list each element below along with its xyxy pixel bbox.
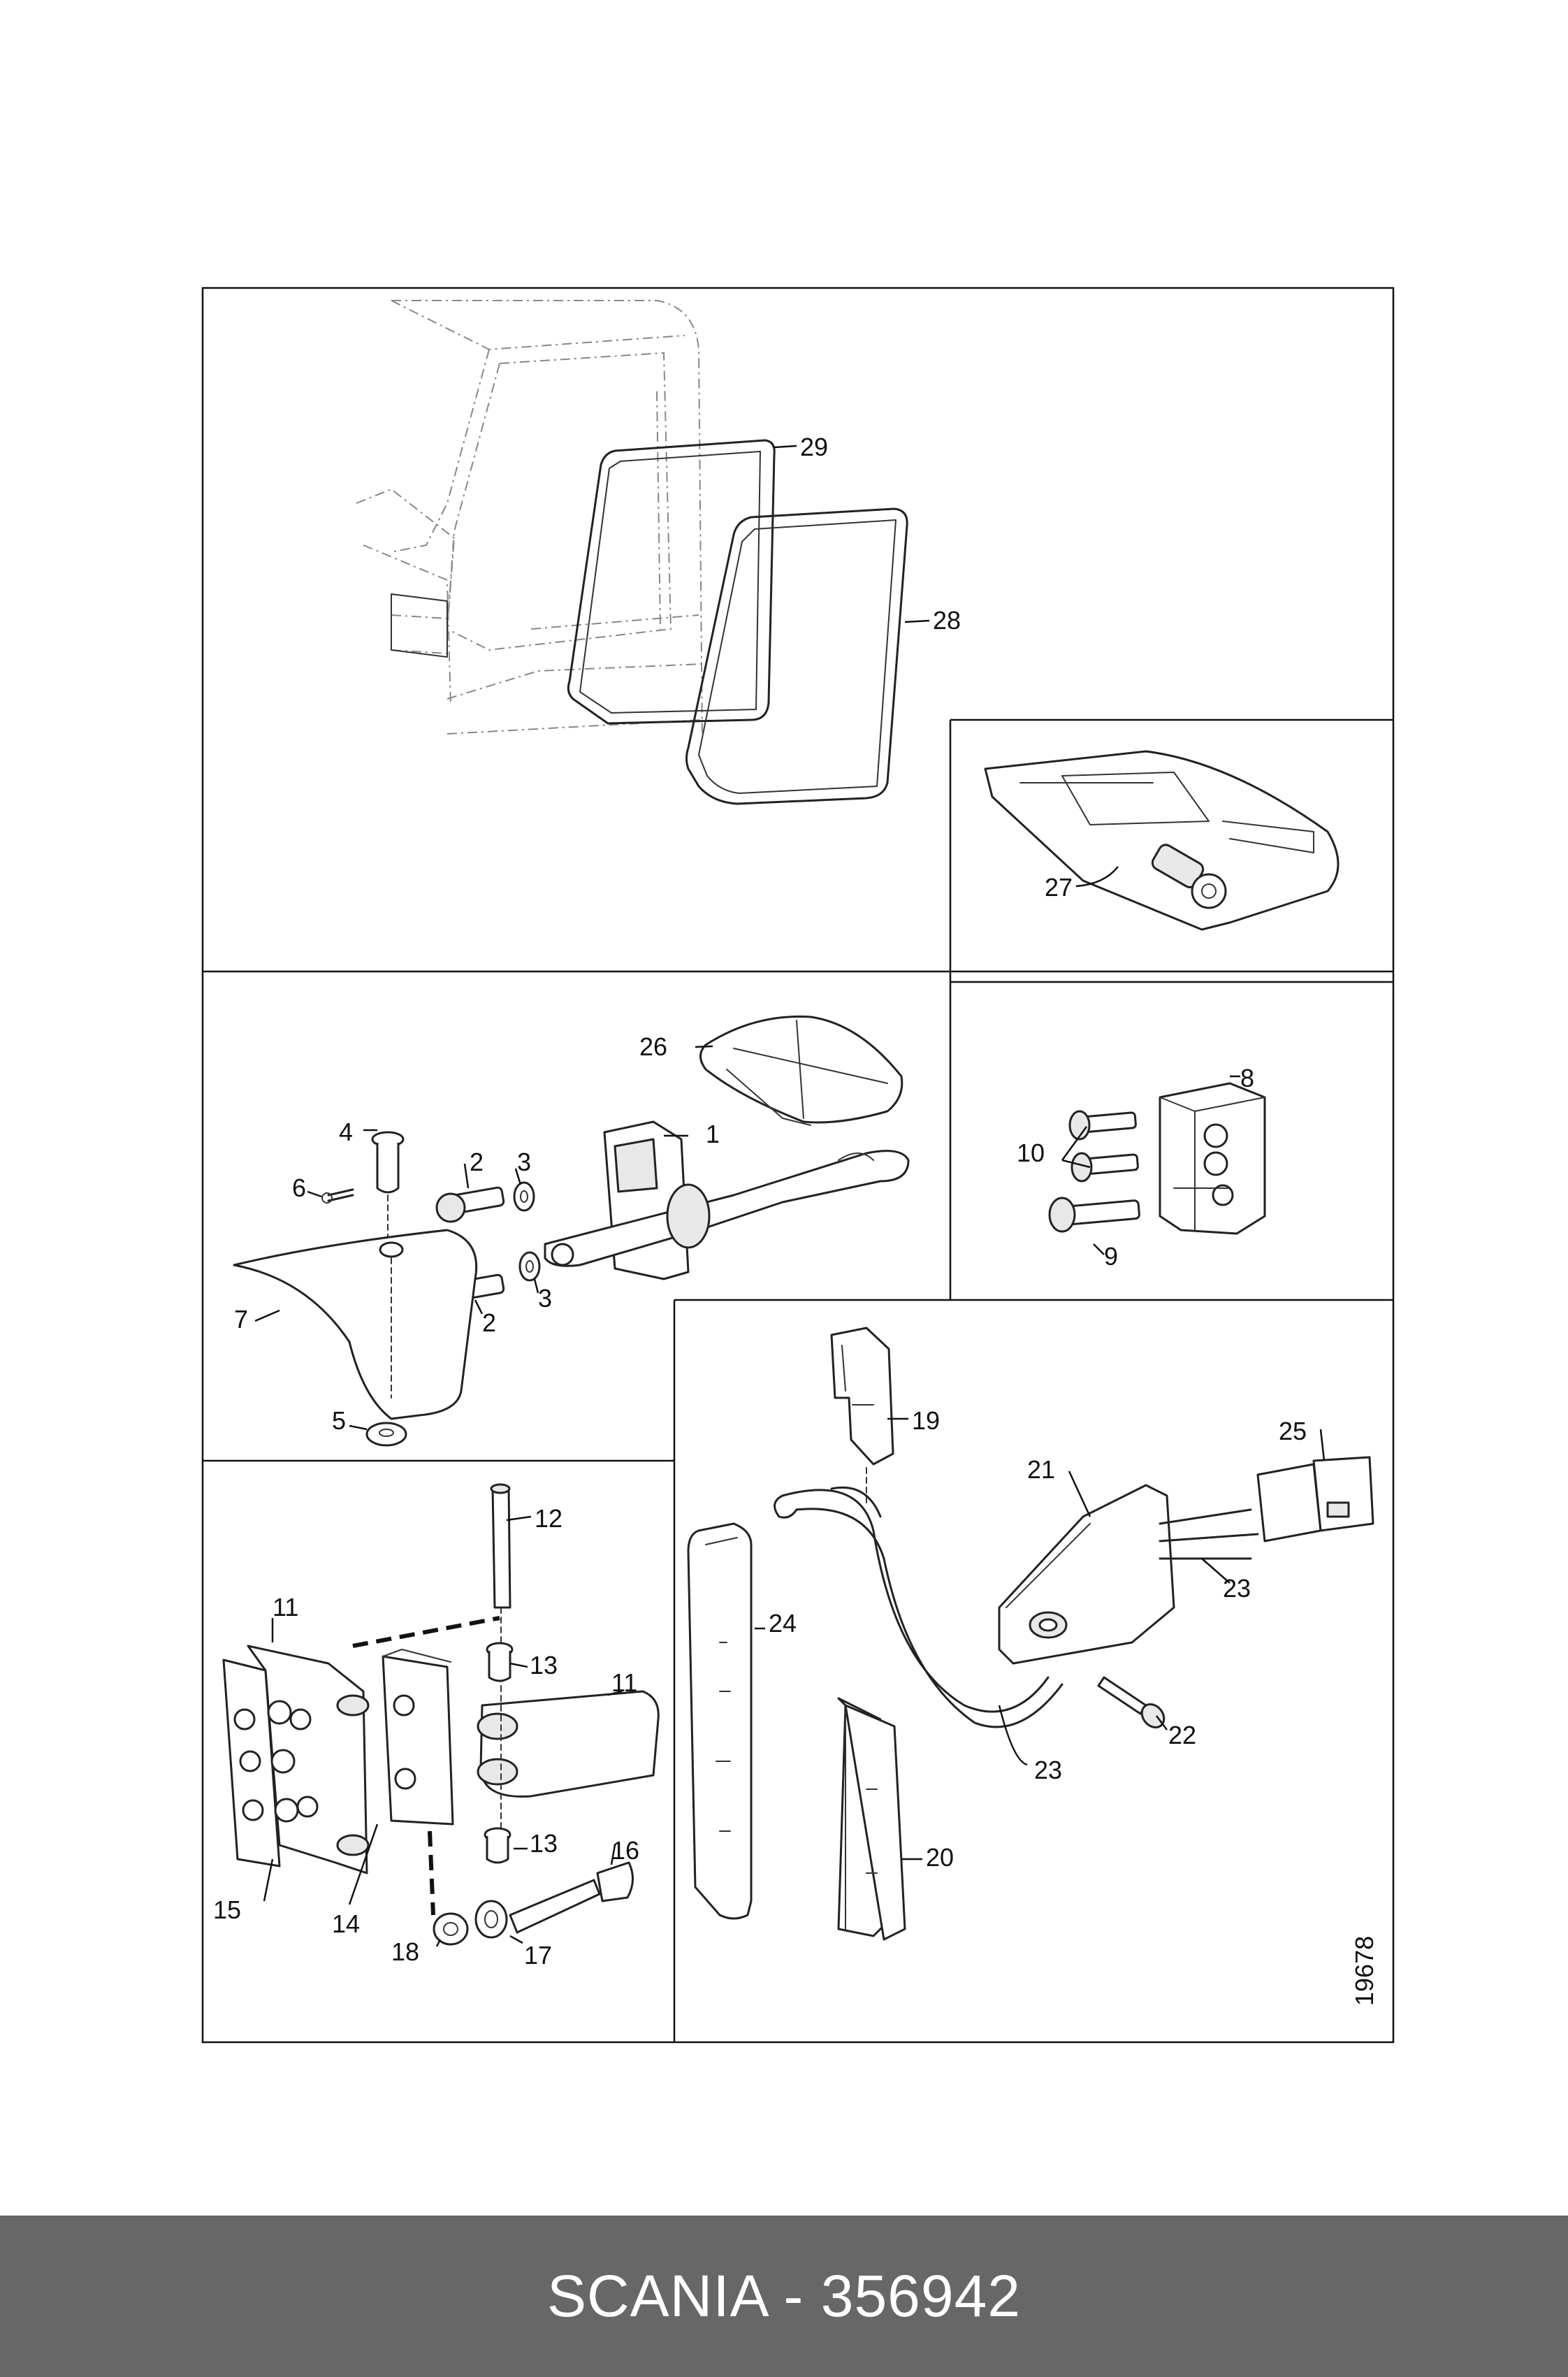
callout-label: 23 <box>1223 1574 1251 1603</box>
callout-label: 12 <box>535 1504 562 1533</box>
callout-label: 5 <box>332 1406 346 1435</box>
leader-lines <box>254 445 1326 1947</box>
connector-19 <box>830 1327 894 1503</box>
callout-label: 27 <box>1045 873 1073 902</box>
callout-label: 20 <box>926 1843 954 1872</box>
callout-label: 4 <box>339 1118 353 1146</box>
callout-label: 10 <box>1017 1139 1045 1167</box>
callout-label: 7 <box>234 1305 248 1334</box>
hinge-bracket-7 <box>233 1229 478 1420</box>
part-caption: SCANIA - 356942 <box>546 2263 1022 2329</box>
washers-3 <box>513 1181 541 1282</box>
screw-22 <box>1097 1676 1166 1728</box>
callout-label: 17 <box>524 1941 552 1970</box>
callout-label: 15 <box>213 1895 241 1924</box>
hinge-pin-12 <box>490 1483 511 1832</box>
callout-label: 8 <box>1240 1064 1254 1092</box>
callout-label: 26 <box>639 1032 667 1061</box>
callout-label: 29 <box>800 433 828 461</box>
door-check-1 <box>544 1120 910 1280</box>
washer-17 <box>474 1900 508 1939</box>
door-seal-28 <box>685 507 908 805</box>
switch-housing-21 <box>998 1484 1175 1665</box>
washer-5 <box>365 1422 407 1447</box>
callout-label: 13 <box>530 1651 558 1679</box>
connector-plug-25 <box>1256 1456 1374 1542</box>
callout-label: 11 <box>611 1668 637 1697</box>
drawing-number: 19678 <box>1350 1936 1379 2006</box>
switch-plate-20 <box>837 1697 906 1941</box>
callout-label: 28 <box>933 606 961 635</box>
callout-label: 3 <box>517 1148 531 1176</box>
hinge-assembly-dashes <box>352 1616 500 1916</box>
gasket-24 <box>687 1522 753 1920</box>
truck-cab-outline <box>356 300 703 742</box>
footer-bar: SCANIA - 356942 <box>0 2216 1568 2377</box>
callout-label: 13 <box>530 1829 558 1858</box>
pin-4 <box>371 1131 405 1252</box>
callout-labels: 1 2 2 3 3 4 5 6 7 8 9 10 11 11 12 13 13 … <box>213 433 1379 2006</box>
callout-label: 18 <box>391 1937 419 1966</box>
callout-label: 2 <box>470 1148 484 1176</box>
hinge-plate-14 <box>382 1649 454 1826</box>
callout-label: 22 <box>1168 1721 1196 1749</box>
callout-label: 19 <box>912 1406 940 1435</box>
callout-label: 1 <box>706 1120 720 1148</box>
callout-label: 2 <box>482 1308 496 1337</box>
bushings-13 <box>484 1642 514 1864</box>
callout-label: 14 <box>332 1909 360 1938</box>
connector-cables-23 <box>1159 1508 1259 1560</box>
callout-label: 9 <box>1104 1242 1118 1271</box>
diagram-frames <box>201 287 1395 2044</box>
callout-label: 6 <box>292 1173 306 1202</box>
callout-label: 25 <box>1279 1417 1307 1445</box>
wiring-harness-23 <box>774 1486 1064 1728</box>
cover-cap-26 <box>699 1016 903 1126</box>
screws-10 <box>1068 1110 1139 1183</box>
repair-kit-27 <box>984 750 1340 931</box>
washer-18 <box>433 1912 469 1946</box>
callout-label: 21 <box>1027 1455 1055 1484</box>
callout-label: 3 <box>538 1284 552 1313</box>
screw-9 <box>1048 1197 1140 1233</box>
lock-striker-8 <box>1159 1082 1266 1235</box>
exploded-parts-diagram: 1 2 2 3 3 4 5 6 7 8 9 10 11 11 12 13 13 … <box>201 287 1395 2044</box>
hinge-leaf-11-left <box>247 1645 370 1874</box>
callout-label: 23 <box>1034 1756 1062 1784</box>
door-seal-29 <box>567 439 776 725</box>
split-pin-6 <box>321 1188 354 1204</box>
callout-label: 11 <box>273 1593 298 1621</box>
callout-label: 16 <box>611 1836 639 1865</box>
bolt-16 <box>509 1861 634 1934</box>
hinge-plate-15 <box>222 1659 281 1867</box>
hinge-leaf-11-right <box>477 1690 660 1798</box>
callout-label: 24 <box>769 1609 797 1638</box>
